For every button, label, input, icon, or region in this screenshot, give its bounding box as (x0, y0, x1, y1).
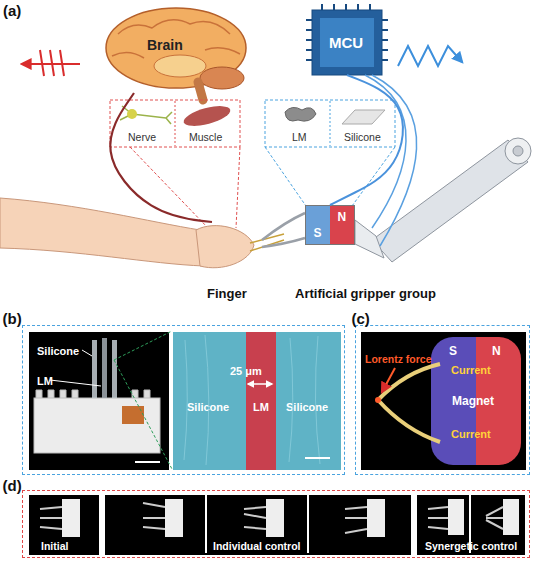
silicone-sheet (342, 110, 385, 124)
inset-leader (265, 147, 395, 206)
magnet-cylinder-text: Current (451, 365, 491, 376)
finger-hand: Finger (185, 222, 275, 300)
panel-b-text: (b) (3, 311, 22, 326)
connector (330, 75, 403, 205)
brain-node-text: Brain (147, 38, 183, 52)
magnet-cylinder-text: Current (451, 429, 491, 440)
gripper-photo: Individual control (105, 495, 411, 555)
silicone-icon: Silicone (332, 103, 392, 145)
lm-icon-text: LM (292, 132, 307, 143)
chip-body (312, 10, 382, 75)
gripper-mount (355, 220, 384, 258)
panel-d: (d)InitialIndividual controlSynergetic c… (22, 490, 530, 558)
robot-joint (505, 138, 531, 164)
lm-band-text: LM (253, 402, 269, 413)
gripper-photo: Initial (29, 495, 99, 555)
mcu-chip-text: MCU (329, 35, 363, 50)
silicone-band-text: Silicone (187, 402, 229, 413)
s-pole-text: S (449, 345, 457, 357)
connector (110, 93, 212, 222)
silicone-band: Silicone (173, 332, 246, 470)
magnet-cylinder-text: Magnet (452, 395, 494, 407)
panel-c: (c)Lorentz forceCurrentMagnetCurrentSN (355, 325, 530, 475)
signal-arrow (22, 63, 80, 65)
brain-node: Brain (105, 8, 250, 93)
inset-divider (330, 101, 331, 146)
material-inset-frame (265, 100, 395, 147)
finger-hand-text: Finger (207, 287, 247, 300)
neuron-soma (127, 109, 137, 119)
silicone-band: Silicone (276, 332, 341, 470)
liquid-metal-blob (285, 107, 316, 121)
muscle-icon: Muscle (177, 103, 237, 145)
device-photo-text: Silicone (37, 346, 79, 357)
neuron-axon (120, 106, 172, 124)
gripper-photo: Synergetic control (417, 495, 525, 555)
n-pole-text: N (492, 345, 501, 357)
inset-divider (175, 101, 176, 146)
gripper-photo-text: Initial (41, 541, 68, 552)
human-arm (0, 198, 204, 266)
lm-band: LM (246, 332, 276, 470)
bio-inset-frame (110, 100, 240, 147)
panel-label: (a) (3, 3, 21, 18)
brain-cerebellum (200, 67, 244, 89)
robot-arm (372, 140, 528, 262)
sem-image-text: 25 μm (230, 366, 262, 377)
muscle-fiber (182, 102, 233, 130)
human-hand (196, 226, 254, 268)
silicone-icon-text: Silicone (344, 132, 381, 143)
magnet-cylinder: CurrentMagnetCurrentSN (431, 337, 521, 465)
brain-gyrus (118, 20, 230, 34)
silicone-band-text: Silicone (286, 402, 328, 413)
gripper-photo-text: Synergetic control (425, 541, 517, 552)
mcu-chip: MCU (312, 10, 382, 75)
device-photo-text: LM (37, 376, 53, 387)
panel-b: (b)SiliconeLM25 μmSiliconeLMSilicone (22, 325, 345, 475)
lorentz-photo: Lorentz forceCurrentMagnetCurrentSN (361, 332, 526, 470)
panel-c-text: (c) (352, 311, 370, 326)
gripper-group: Artificial gripper groupNS (280, 150, 530, 300)
spike-train (40, 50, 64, 76)
magnet-block: NS (305, 205, 355, 245)
control-waveform (398, 46, 462, 66)
lm-icon: LM (268, 103, 330, 145)
chip-die (320, 18, 374, 67)
control-wire (365, 75, 417, 246)
brain-cortex (106, 8, 246, 88)
lorentz-photo-text: Lorentz force (365, 354, 432, 365)
sem-image: 25 μm Silicone LM Silicone (173, 332, 341, 470)
connector-layer (110, 75, 403, 222)
device-photo: SiliconeLM (29, 332, 169, 470)
panel-d-text: (d) (3, 478, 22, 493)
gripper-group-text: Artificial gripper group (295, 287, 436, 300)
brain-stem (198, 82, 203, 100)
robot-joint (513, 146, 523, 156)
magnet-block-text: N (338, 211, 347, 223)
gripper-fingers (262, 213, 305, 247)
nerve-icon-text: Nerve (128, 132, 156, 143)
nerve-icon: Nerve (113, 103, 175, 145)
muscle-icon-text: Muscle (189, 132, 222, 143)
inset-leader (130, 147, 240, 228)
gripper-photo-text: Individual control (213, 541, 301, 552)
brain-limbic (154, 55, 206, 77)
magnet-block-text: S (314, 227, 322, 239)
